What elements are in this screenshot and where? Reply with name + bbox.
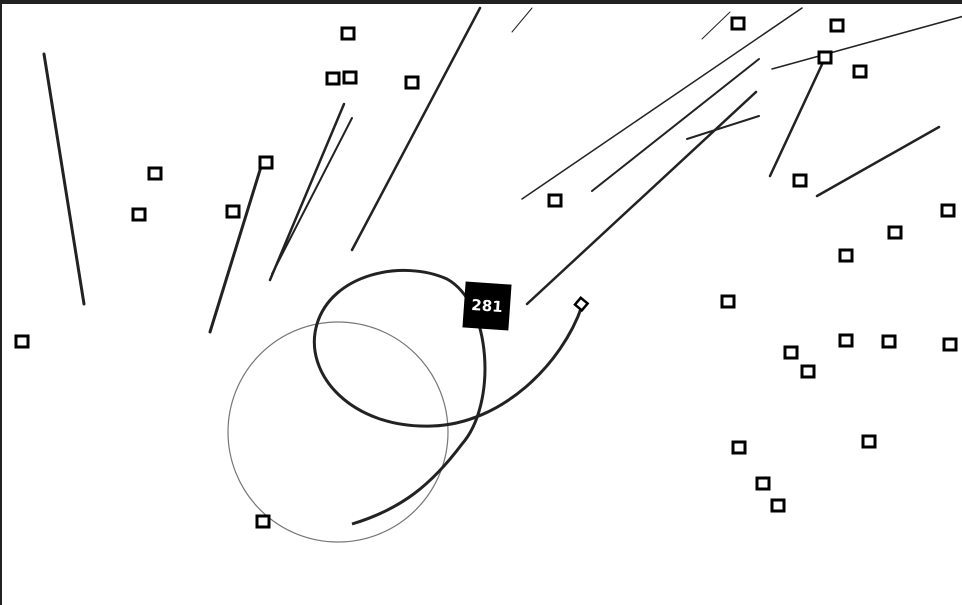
block bbox=[731, 440, 747, 455]
streak-line bbox=[208, 155, 266, 334]
block bbox=[730, 16, 746, 31]
block bbox=[792, 173, 808, 188]
streak-line bbox=[768, 56, 827, 178]
block bbox=[325, 71, 341, 86]
player-score-block: 281 bbox=[462, 281, 512, 331]
streak-line bbox=[521, 7, 803, 200]
block bbox=[881, 334, 897, 349]
block bbox=[147, 166, 163, 181]
block bbox=[861, 434, 877, 449]
player-path-trail bbox=[312, 268, 584, 526]
block bbox=[404, 75, 420, 90]
block bbox=[838, 248, 854, 263]
block bbox=[255, 514, 271, 529]
streak-line bbox=[701, 11, 731, 40]
block bbox=[770, 498, 786, 513]
streak-line bbox=[511, 7, 533, 33]
block bbox=[342, 70, 358, 85]
blocks bbox=[14, 16, 958, 529]
block bbox=[755, 476, 771, 491]
streak-line bbox=[42, 52, 86, 306]
block bbox=[131, 207, 147, 222]
streak-line bbox=[271, 117, 353, 275]
streak-line bbox=[591, 58, 760, 192]
block bbox=[800, 364, 816, 379]
block bbox=[942, 337, 958, 352]
block bbox=[852, 64, 868, 79]
block bbox=[829, 18, 845, 33]
faint-orbit-ring bbox=[227, 321, 449, 543]
block bbox=[14, 334, 30, 349]
block bbox=[838, 333, 854, 348]
target-node bbox=[573, 295, 590, 313]
block bbox=[258, 155, 274, 170]
score-label: 281 bbox=[470, 295, 504, 317]
streak-line bbox=[350, 6, 482, 252]
streak-lines bbox=[42, 6, 962, 334]
playfield bbox=[14, 6, 962, 543]
streak-line bbox=[815, 125, 941, 198]
streak-line bbox=[268, 102, 346, 282]
streak-line bbox=[771, 15, 962, 70]
block bbox=[547, 193, 563, 208]
streak-line bbox=[525, 90, 758, 306]
streak-line bbox=[686, 115, 760, 140]
block bbox=[225, 204, 241, 219]
block bbox=[817, 50, 833, 65]
block bbox=[887, 225, 903, 240]
block bbox=[720, 294, 736, 309]
block bbox=[940, 203, 956, 218]
block bbox=[340, 26, 356, 41]
block bbox=[783, 345, 799, 360]
